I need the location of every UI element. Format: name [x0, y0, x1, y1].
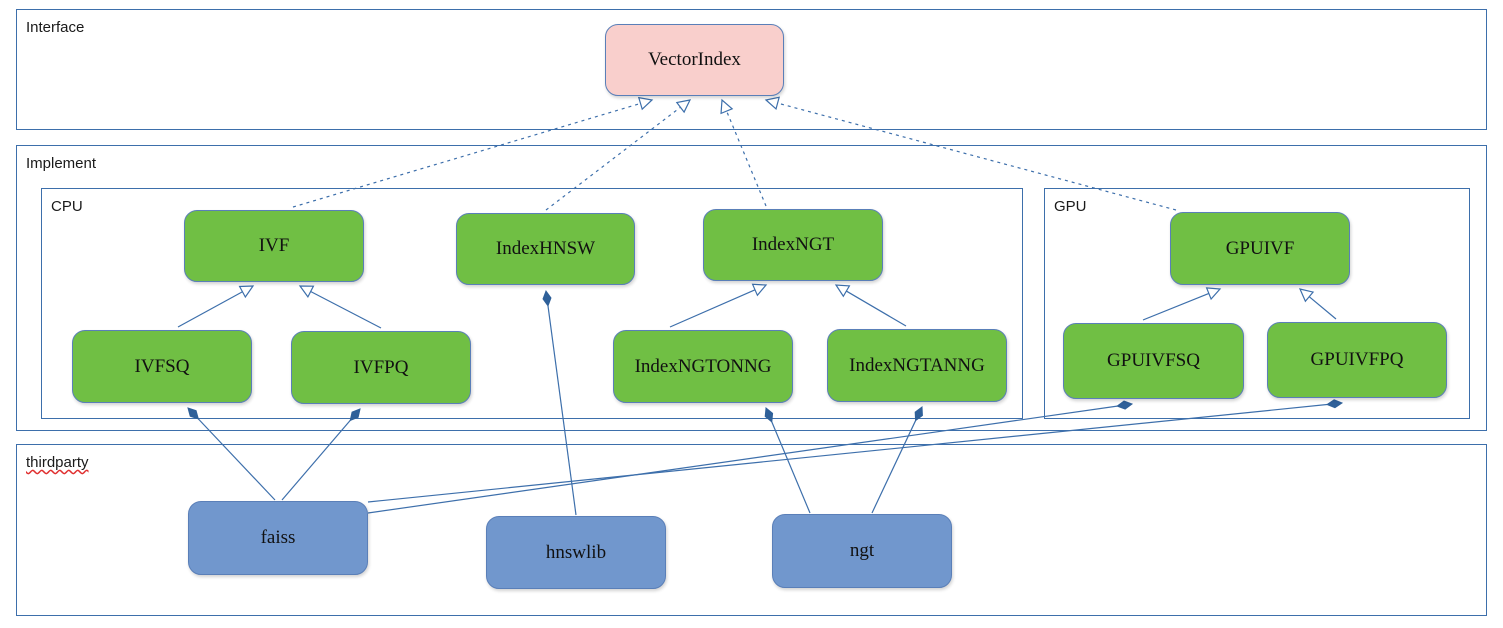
- node-label-ivfpq: IVFPQ: [353, 356, 409, 378]
- node-label-gpuivf: GPUIVF: [1225, 237, 1295, 259]
- node-indexhnsw[interactable]: IndexHNSW: [456, 213, 635, 285]
- node-gpuivfpq[interactable]: GPUIVFPQ: [1267, 322, 1447, 398]
- node-label-indexhnsw: IndexHNSW: [495, 238, 596, 259]
- node-label-indexngt: IndexNGT: [751, 234, 835, 255]
- node-faiss[interactable]: faiss: [188, 501, 368, 575]
- container-label-implement: Implement: [26, 155, 97, 172]
- node-gpuivf[interactable]: GPUIVF: [1170, 212, 1350, 285]
- node-ivfsq[interactable]: IVFSQ: [72, 330, 252, 403]
- node-ngt[interactable]: ngt: [772, 514, 952, 588]
- node-label-indexngtonng: IndexNGTONNG: [634, 355, 772, 377]
- node-vectorindex[interactable]: VectorIndex: [605, 24, 784, 96]
- node-indexngt[interactable]: IndexNGT: [703, 209, 883, 281]
- node-label-gpuivfsq: GPUIVFSQ: [1107, 350, 1200, 371]
- node-label-faiss: faiss: [260, 527, 296, 548]
- node-ivfpq[interactable]: IVFPQ: [291, 331, 471, 404]
- node-label-ivfsq: IVFSQ: [134, 355, 190, 377]
- node-label-ngt: ngt: [849, 540, 875, 561]
- node-indexngtonng[interactable]: IndexNGTONNG: [613, 330, 793, 403]
- node-label-gpuivfpq: GPUIVFPQ: [1310, 349, 1404, 370]
- container-label-gpu: GPU: [1054, 198, 1087, 215]
- node-label-ivf: IVF: [258, 235, 290, 256]
- node-hnswlib[interactable]: hnswlib: [486, 516, 666, 589]
- node-label-hnswlib: hnswlib: [545, 541, 607, 563]
- node-label-vectorindex: VectorIndex: [648, 49, 741, 70]
- container-label-interface: Interface: [26, 19, 85, 36]
- node-gpuivfsq[interactable]: GPUIVFSQ: [1063, 323, 1244, 399]
- node-indexngtanng[interactable]: IndexNGTANNG: [827, 329, 1007, 402]
- node-label-indexngtanng: IndexNGTANNG: [849, 354, 985, 376]
- node-ivf[interactable]: IVF: [184, 210, 364, 282]
- container-label-thirdparty: thirdparty: [26, 454, 89, 471]
- container-label-cpu: CPU: [51, 198, 83, 215]
